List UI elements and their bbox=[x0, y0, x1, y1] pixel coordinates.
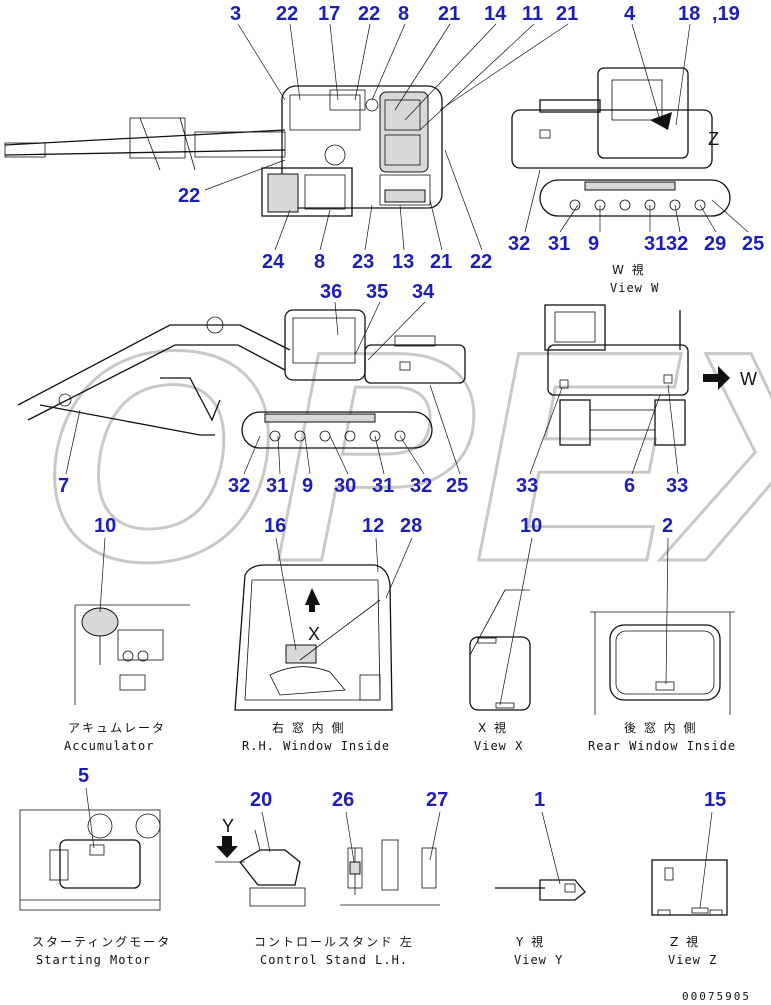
watermark: OPEX bbox=[40, 288, 771, 624]
top-view-callout-2: 22 bbox=[276, 3, 298, 25]
side-view-callouts: 36 35 34 7 32 31 9 30 31 32 25 bbox=[58, 281, 468, 497]
accumulator-drawing bbox=[74, 604, 190, 705]
view-y-callout: 1 bbox=[534, 789, 545, 811]
side-view-callout-4: 7 bbox=[58, 475, 69, 497]
starting-motor-caption-en: Starting Motor bbox=[36, 953, 151, 967]
side-view-callout-3: 34 bbox=[412, 281, 435, 303]
view-w-callout-10: 25 bbox=[742, 233, 764, 255]
top-view-drawing bbox=[4, 85, 443, 217]
side-view-callout-5: 32 bbox=[228, 475, 250, 497]
top-view-callout-11: 24 bbox=[262, 251, 285, 273]
z-view-marker: Z bbox=[708, 129, 719, 149]
side-view-callout-7: 9 bbox=[302, 475, 313, 497]
side-view-callout-6: 31 bbox=[266, 475, 288, 497]
view-w-rollers bbox=[569, 199, 706, 211]
rh-window-callout-3: 28 bbox=[400, 515, 422, 537]
top-view-callout-6: 21 bbox=[438, 3, 460, 25]
control-stand-caption-jp: コントロールスタンド 左 bbox=[254, 934, 414, 949]
control-stand-caption-en: Control Stand L.H. bbox=[260, 953, 408, 967]
top-view-callout-9: 21 bbox=[556, 3, 578, 25]
top-view-callout-10: 22 bbox=[178, 185, 200, 207]
view-z-callout: 15 bbox=[704, 789, 726, 811]
top-view-callout-8: 11 bbox=[522, 3, 543, 25]
side-view-drawing bbox=[17, 309, 466, 449]
view-y-drawing bbox=[495, 879, 586, 901]
view-x-callout: 10 bbox=[520, 515, 542, 537]
control-stand-drawing bbox=[215, 829, 440, 907]
view-w-callout-5: 31 bbox=[548, 233, 570, 255]
rh-window-caption-jp: 右 窓 内 側 bbox=[272, 720, 345, 735]
control-stand-callout-1: 20 bbox=[250, 789, 272, 811]
rear-window-caption-en: Rear Window Inside bbox=[588, 739, 736, 753]
view-z-caption-en: View Z bbox=[668, 953, 717, 967]
view-w-callouts: 4 18 ,19 32 31 9 31 32 29 25 bbox=[508, 3, 764, 255]
rear-view-callout-3: 33 bbox=[666, 475, 688, 497]
top-view-callout-16: 22 bbox=[470, 251, 492, 273]
starting-motor-drawing bbox=[19, 809, 161, 911]
view-w-callout-9: 29 bbox=[704, 233, 726, 255]
view-z-caption-jp: Z 視 bbox=[670, 934, 700, 949]
top-view-callout-7: 14 bbox=[484, 3, 507, 25]
view-w-caption-en: View W bbox=[610, 281, 659, 295]
top-view-callout-15: 21 bbox=[430, 251, 452, 273]
view-w-callout-4: 32 bbox=[508, 233, 530, 255]
top-view-callout-5: 8 bbox=[398, 3, 409, 25]
view-w-callout-1: 4 bbox=[624, 3, 636, 25]
rh-window-callout-1: 16 bbox=[264, 515, 286, 537]
rear-view-callouts: 33 6 33 bbox=[516, 384, 688, 497]
x-view-marker: X bbox=[308, 624, 320, 644]
control-stand-callout-3: 27 bbox=[426, 789, 448, 811]
view-w-callout-2: 18 bbox=[678, 3, 700, 25]
side-view-callout-2: 35 bbox=[366, 281, 388, 303]
top-view-callout-1: 3 bbox=[230, 3, 241, 25]
view-x-caption-jp: X 視 bbox=[478, 720, 508, 735]
rear-window-callout: 2 bbox=[662, 515, 673, 537]
rear-view-drawing bbox=[544, 304, 730, 446]
rh-window-caption-en: R.H. Window Inside bbox=[242, 739, 390, 753]
starting-motor-caption-jp: スターティングモータ bbox=[32, 935, 171, 949]
document-number: 00075905 bbox=[682, 990, 751, 1003]
accumulator-callout: 10 bbox=[94, 515, 116, 537]
accumulator-caption-jp: アキュムレータ bbox=[68, 721, 166, 735]
top-view-callout-3: 17 bbox=[318, 3, 340, 25]
view-w-callout-6: 9 bbox=[588, 233, 599, 255]
top-view-callout-12: 8 bbox=[314, 251, 325, 273]
top-view-callouts: 3 22 17 22 8 21 14 11 21 22 24 8 23 13 2… bbox=[178, 3, 578, 273]
view-w-callout-3: ,19 bbox=[712, 3, 740, 25]
view-y-caption-en: View Y bbox=[514, 953, 563, 967]
top-view-callout-4: 22 bbox=[358, 3, 380, 25]
side-view-callout-10: 32 bbox=[410, 475, 432, 497]
view-x-drawing bbox=[469, 589, 531, 711]
top-view-callout-14: 13 bbox=[392, 251, 414, 273]
accumulator-caption-en: Accumulator bbox=[64, 739, 154, 753]
view-w-caption-jp: W 視 bbox=[612, 262, 646, 277]
rear-view-callout-1: 33 bbox=[516, 475, 538, 497]
control-stand-callout-2: 26 bbox=[332, 789, 354, 811]
view-z-drawing bbox=[651, 859, 728, 916]
rear-window-caption-jp: 後 窓 内 側 bbox=[624, 720, 697, 735]
side-view-callout-1: 36 bbox=[320, 281, 342, 303]
rh-window-callout-2: 12 bbox=[362, 515, 384, 537]
side-view-callout-11: 25 bbox=[446, 475, 468, 497]
view-w-callout-8: 32 bbox=[666, 233, 688, 255]
starting-motor-callout: 5 bbox=[78, 765, 89, 787]
y-view-marker: Y bbox=[222, 816, 234, 836]
side-view-callout-8: 30 bbox=[334, 475, 356, 497]
rear-view-callout-2: 6 bbox=[624, 475, 635, 497]
view-w-callout-7: 31 bbox=[644, 233, 666, 255]
view-y-caption-jp: Y 視 bbox=[515, 934, 545, 949]
rh-window-callouts: 16 12 28 bbox=[264, 515, 422, 651]
rear-window-drawing bbox=[590, 611, 735, 715]
view-x-caption-en: View X bbox=[474, 739, 523, 753]
rh-window-drawing bbox=[234, 564, 393, 711]
control-stand-callouts: 20 26 27 bbox=[250, 789, 448, 863]
top-view-callout-13: 23 bbox=[352, 251, 374, 273]
side-view-callout-9: 31 bbox=[372, 475, 394, 497]
w-view-marker: W bbox=[740, 369, 757, 389]
view-w-drawing bbox=[511, 67, 731, 217]
